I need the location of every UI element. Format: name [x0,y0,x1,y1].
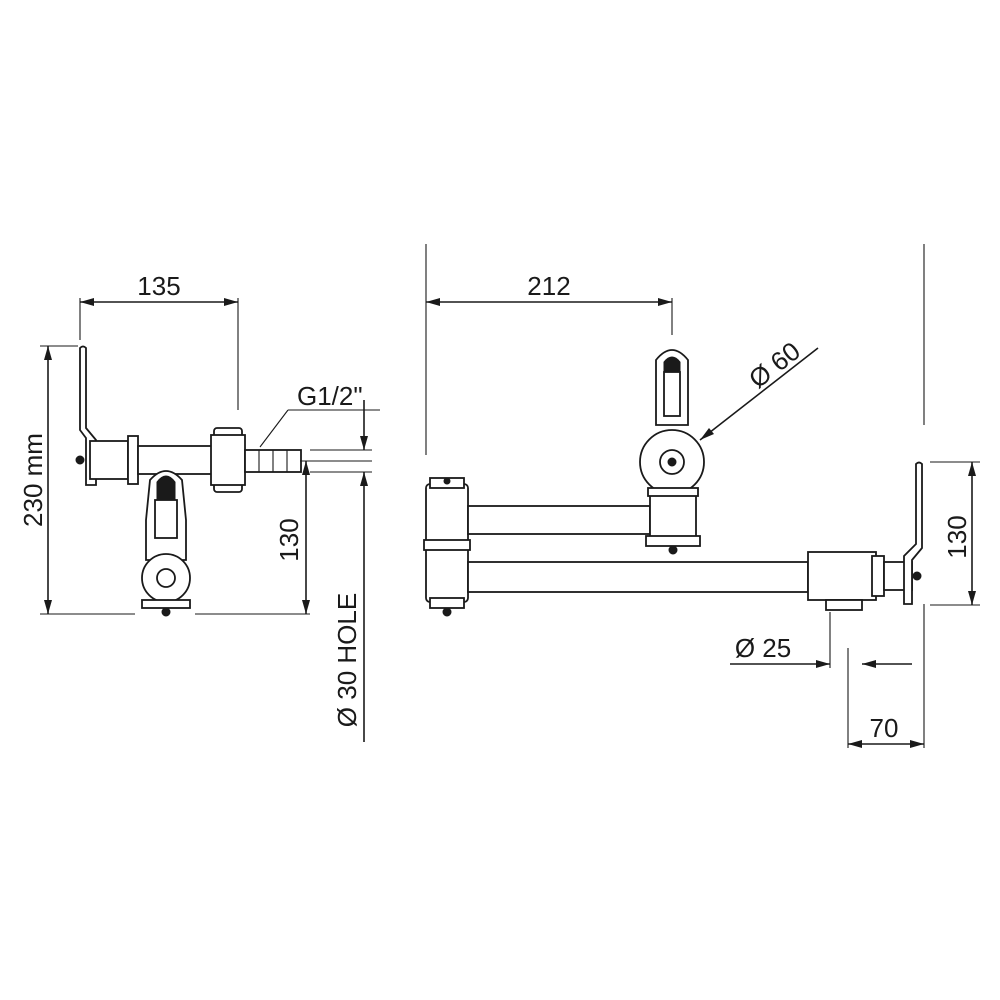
side-handle-body [154,499,178,539]
side-base-ring [141,599,191,609]
side-flange-inner [210,434,246,486]
side-body-left [89,440,129,480]
front-upper-joint [649,493,697,541]
side-bracket-screw [75,455,85,465]
front-handle-center [667,457,677,467]
dim-side-width: 135 [137,271,180,301]
front-elbow-cap-bottom [429,597,465,609]
side-view: 135 230 mm 130 G1/2" Ø 30 HOLE [18,271,380,742]
front-elbow-screw [442,607,452,617]
dim-side-height: 230 mm [18,433,48,527]
side-handle-grip [156,475,176,501]
front-upper-arm [467,505,651,535]
side-base-screw [161,607,171,617]
side-body-ring [127,435,139,485]
front-wall-ring [871,555,885,597]
front-view: 212 Ø 60 130 Ø 25 70 [423,244,980,748]
front-handle-lever-slot [663,371,681,417]
dim-wall-offset: 70 [870,713,899,743]
front-wall-bracket [903,461,923,605]
side-body-pipe [137,445,215,475]
front-elbow-ring [423,539,471,551]
front-wall-screw [912,571,922,581]
front-handle-lever-grip [663,356,681,373]
dim-outlet-dia: Ø 25 [735,633,791,663]
front-lower-arm [467,561,809,593]
dim-thread: G1/2" [297,381,363,411]
dim-side-inlet-height: 130 [274,518,304,561]
dim-handle-dia: Ø 60 [743,336,806,394]
front-elbow-top-screw [443,477,451,485]
front-upper-joint-screw [668,545,678,555]
front-wall-body [807,551,877,601]
side-pivot-inner [156,568,176,588]
front-outlet-ring [825,599,863,611]
dim-hole: Ø 30 HOLE [332,593,362,727]
dim-front-height: 130 [942,515,972,558]
dim-front-reach: 212 [527,271,570,301]
front-handle-base-ring [647,487,699,497]
front-upper-joint-ring [645,535,701,547]
